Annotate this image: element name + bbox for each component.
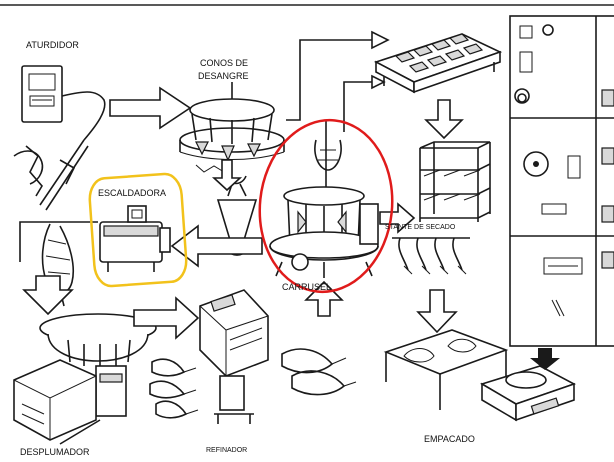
conos-de-desangre-machine [180, 82, 284, 172]
drying-tray-machine [376, 34, 500, 92]
arrow-cone-down [214, 160, 240, 190]
label-refinador: REFINADOR [206, 447, 247, 454]
weighing-scale [482, 366, 574, 420]
arrow-panel-to-scale [530, 348, 560, 370]
hanging-hooks-rail [392, 238, 470, 274]
arrow-line-to-secado [286, 40, 372, 120]
label-conos-line1: CONOS DE [200, 58, 248, 68]
refinador-machine [200, 290, 268, 424]
plucked-birds-icon [150, 359, 198, 418]
desplumador-machine [14, 314, 156, 444]
estante-de-secado-rack [420, 142, 490, 222]
arrow-aturdidor-to-conos [110, 88, 190, 128]
label-desplumador: DESPLUMADOR [20, 447, 90, 457]
control-panel [510, 16, 614, 346]
label-estante-de-secado: STANTE DE SECADO [385, 224, 456, 231]
arrow-down-to-desplumador [24, 276, 72, 314]
label-aturdidor: ATURDIDOR [26, 40, 79, 50]
label-empacado: EMPACADO [424, 434, 475, 444]
carrusel-machine [270, 120, 378, 278]
arrow-estante-to-empacado [418, 290, 456, 332]
arrow-head-to-secado [372, 32, 388, 48]
label-conos-line2: DESANGRE [198, 71, 249, 81]
arrow-head-carrusel-to-tray [372, 76, 384, 88]
refined-birds-icon [282, 349, 356, 395]
arrow-tray-to-estante [426, 100, 462, 138]
label-carrusel: CARRUSEL [282, 282, 331, 292]
label-escaldadora: ESCALDADORA [98, 188, 166, 198]
escaldadora-machine [100, 206, 170, 272]
